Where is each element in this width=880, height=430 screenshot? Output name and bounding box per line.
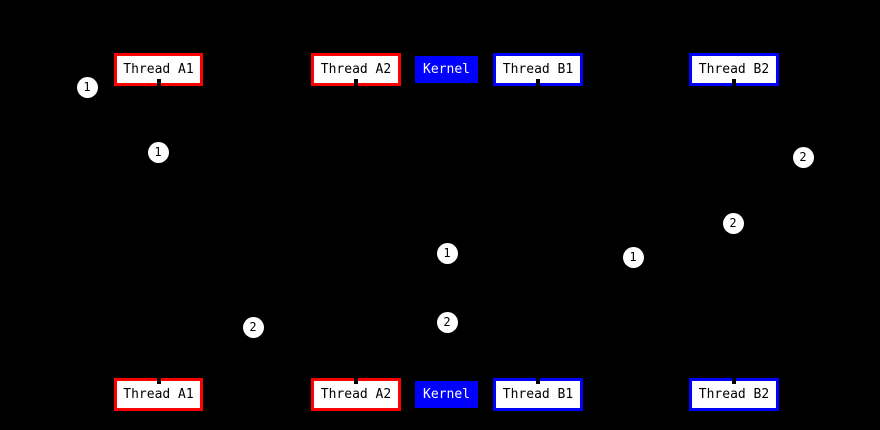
step-marker-1: 1	[76, 76, 98, 98]
step-marker-2: 2	[792, 146, 814, 168]
lifeline-thread-a1	[156, 79, 161, 384]
entity-box-kernel-bottom: Kernel	[412, 378, 481, 411]
step-marker-2: 2	[436, 311, 458, 333]
step-marker-2: 2	[722, 212, 744, 234]
lifeline-kernel	[444, 86, 449, 378]
entity-box-thread-b1-bottom: Thread B1	[493, 378, 583, 411]
step-marker-2: 2	[242, 316, 264, 338]
step-marker-1: 1	[436, 242, 458, 264]
lifeline-thread-a2	[354, 79, 358, 384]
step-marker-1: 1	[147, 141, 169, 163]
entity-box-thread-a2-top: Thread A2	[311, 53, 401, 86]
lifeline-thread-b1	[536, 79, 540, 384]
step-marker-1: 1	[622, 246, 644, 268]
entity-box-kernel-top: Kernel	[412, 53, 481, 86]
